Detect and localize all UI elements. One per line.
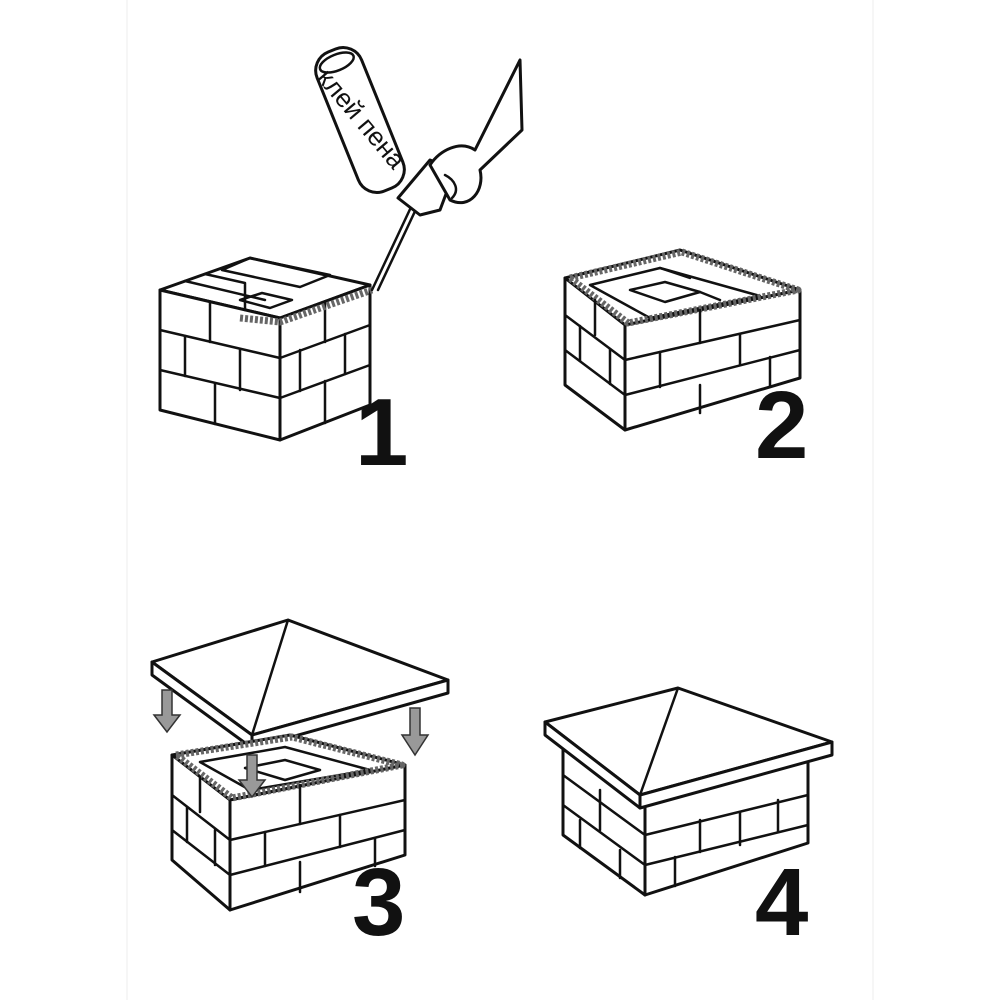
pyramid-cap-icon (150, 618, 450, 750)
panel-step-2: 2 (563, 248, 808, 479)
panel-step-4: 4 (543, 686, 834, 956)
brick-pillar-icon (563, 248, 802, 432)
brick-pillar-icon (158, 256, 374, 442)
pyramid-cap-icon (543, 686, 834, 810)
down-arrow-icon (400, 707, 430, 757)
down-arrow-icon (237, 754, 267, 799)
panel-step-1: клей пена 1 (158, 46, 524, 486)
step-number-1: 1 (355, 379, 408, 486)
foam-can (314, 46, 406, 194)
down-arrow-icon (152, 689, 182, 734)
step-number-3: 3 (352, 849, 405, 956)
brick-pillar-icon (170, 733, 407, 912)
step-number-4: 4 (755, 849, 808, 956)
step-number-2: 2 (755, 372, 808, 479)
panel-step-3: 3 (150, 618, 450, 956)
hand-icon (428, 58, 524, 205)
